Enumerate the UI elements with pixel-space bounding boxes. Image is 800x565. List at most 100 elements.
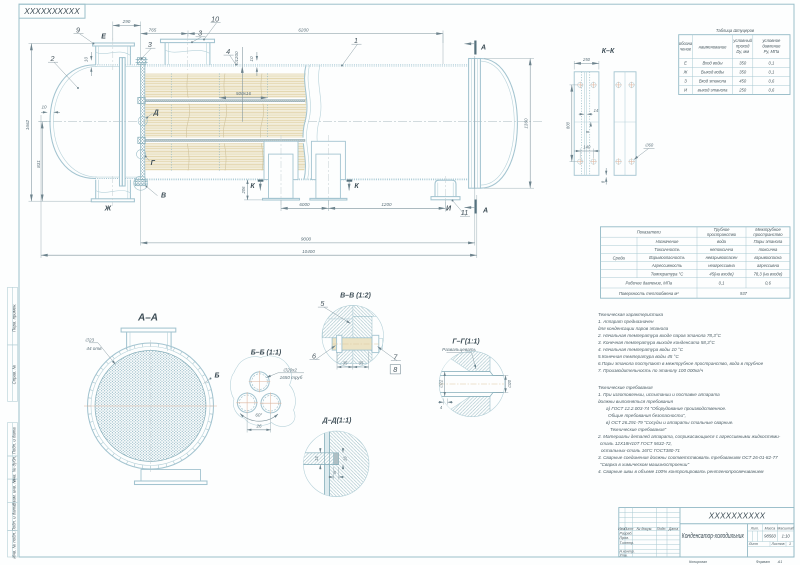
params-row-1-tube: нетоксична — [710, 247, 734, 252]
params-row-4: Температура °С 45(на входе) 78,3 (на вхо… — [651, 271, 783, 276]
pos-4: 4 — [226, 47, 230, 56]
right-head — [442, 33, 518, 189]
pos-3b: 3 — [198, 29, 202, 38]
nozzle-Zh — [90, 176, 135, 206]
nozzle-col-name: наименование — [699, 45, 728, 50]
letter-G: Г — [151, 160, 156, 167]
view-bb-title: Б–Б (1:1) — [251, 350, 282, 357]
tb-list: Лист — [623, 527, 633, 531]
gg-dim-22: ∅22 — [439, 379, 444, 388]
view-dd: Д–Д(1:1) 13 16 5 — [303, 418, 370, 497]
view-aa-title: А–А — [137, 313, 158, 324]
letter-D: Д — [153, 110, 159, 117]
nozzle-row-3-name: выход этанола — [698, 88, 729, 93]
sheet-frame — [18, 3, 795, 558]
params-row-1-label: Токсичность — [654, 247, 679, 252]
nozzle-col-dy-2: проход — [736, 44, 750, 49]
dim-10-nozzle: 10 — [84, 57, 89, 63]
dim-6200: 6200 — [298, 27, 309, 32]
section-letter-K2: К — [354, 183, 359, 190]
vv-dim-35a: 35 — [343, 361, 348, 366]
stamp-podp-data-2-label: Подп. и дата — [11, 504, 16, 532]
nozzle-col-mark-1: обозна — [679, 41, 693, 46]
title-block: ХХХХХХХХХХ Конденсатор-холодильник Лит. … — [618, 507, 795, 558]
params-surface-label: Поверхность теплообмена м² — [619, 291, 679, 296]
vv-pos-5: 5 — [320, 299, 325, 308]
letter-V: В — [161, 192, 166, 199]
tech-req-line-5: в) ОСТ 26.291-79 "Сосуды и аппараты стал… — [606, 420, 734, 425]
tb-prov: Пров. — [620, 536, 629, 540]
tech-char-line-0: Техническая характеристика — [598, 312, 663, 317]
dim-206: 206 — [241, 186, 246, 195]
tech-req-line-11: "Сварка в химическом машиностроении" — [600, 462, 689, 467]
stamp-podp-data-1-label: Подп. и дата — [11, 427, 16, 455]
tb-tkontr: Т.контр. — [620, 541, 635, 545]
dim-500x16: 500х16 — [236, 91, 252, 96]
nozzle-col-py-1: условное — [761, 38, 781, 43]
nozzle-table-title: Таблица Штуцеров — [716, 28, 755, 33]
view-gg: Г–Г(1:1) Развальцевать ∅22 ∅20 4 — [438, 339, 512, 417]
tb-nkontr: Н.контр. — [620, 550, 635, 554]
nozzle-col-dy-1: условный — [732, 38, 752, 43]
params-row-3: Агрессивность неагрессивна агрессивна — [651, 263, 780, 268]
params-header-shell-2: пространство — [753, 232, 783, 237]
nozzle-row-2: З Вход этанола 450 0,6 — [684, 79, 775, 84]
corner-designation: ХХХХХХХХХХ — [23, 7, 80, 16]
params-pressure-label: Рабочее давление, МПа — [625, 281, 672, 286]
nozzle-row-1-name: Выход воды — [701, 70, 724, 75]
tb-sheets-value: 1 — [789, 542, 791, 546]
tech-req-line-9: остальных-сталь 16ГС ГОСТ380-71 — [601, 448, 680, 453]
pos-1: 1 — [354, 36, 358, 45]
tech-char-line-8: 7. Производительность по этанолу 100 000… — [598, 368, 704, 373]
tech-req-line-0: Технические требования — [598, 385, 653, 390]
params-header-indicators: Показатели — [637, 230, 662, 235]
nozzle-row-0-mark: Е — [684, 61, 687, 66]
tech-char-line-1: 1. Аппарат предназначен — [598, 319, 654, 324]
tech-char-line-2: для конденсации паров этанола — [598, 326, 669, 331]
params-header-tube-2: пространство — [707, 232, 737, 237]
params-row-0-tube: вода — [717, 239, 727, 244]
section-letter-A-bottom: А — [482, 208, 488, 215]
tech-char-line-5: 4. Начальная температура воды 10 °С — [598, 347, 684, 352]
nozzle-row-2-name: Вход этанола — [699, 79, 727, 84]
main-dimensions: 290 765 6200 500х16 ∅1200 10 10 10 1662 … — [25, 19, 534, 258]
main-view: К К А А 290 765 6200 500х16 ∅1200 10 10 … — [25, 15, 543, 258]
tb-utv: Утв. — [620, 553, 628, 557]
tb-izm: Изм. — [618, 527, 626, 531]
tech-req-line-10: 3. Сварные соединения должны соответство… — [598, 455, 778, 460]
tech-req-line-1: 1. При изготовлении, испытании и поставк… — [598, 392, 720, 397]
params-pressure-tube: 0,1 — [719, 281, 725, 286]
params-row-3-shell: агрессивна — [757, 263, 780, 268]
nozzle-table: Таблица Штуцеров обозна чение наименован… — [678, 28, 791, 95]
nozzle-col-dy-3: Dу, мм — [736, 49, 749, 54]
dim-1360: 1360 — [524, 118, 529, 129]
tech-req-line-8: сталь 12Х18Н10Т ГОСТ 5632-72, — [600, 441, 672, 446]
params-row-2-tube: невзрывоопасен — [706, 255, 739, 260]
dim-1200b: 1200 — [381, 202, 392, 207]
kk-dim-60: ∅60 — [645, 143, 654, 148]
dim-290: 290 — [122, 19, 131, 24]
nozzle-row-3: И выход этанола 250 0,6 — [684, 88, 775, 93]
bb-dim-60: 60° — [255, 412, 262, 417]
nozzle-row-1-mark: Ж — [683, 70, 688, 75]
tb-doc: № докум. — [636, 527, 652, 531]
tech-char-line-4: 3. Конечная температура выходе конденсат… — [598, 340, 716, 345]
dim-10-shell: 10 — [249, 56, 254, 62]
bb-tubes: 1650 труб — [280, 375, 303, 380]
vv-pos-8: 8 — [393, 365, 397, 374]
gg-dim-20: ∅20 — [507, 379, 512, 388]
tb-data: Дата — [668, 527, 678, 531]
nozzle-row-3-dy: 250 — [738, 88, 747, 93]
tech-char-line-3: 2. Начальная температура входе паров эта… — [597, 333, 722, 338]
section-K-marks — [257, 179, 353, 191]
nozzle-row-1-dy: 350 — [739, 70, 747, 75]
section-A-marks — [464, 40, 477, 214]
nozzle-col-py-3: Pу, МПа — [764, 49, 780, 54]
bottom-format-value: А1 — [777, 560, 782, 564]
nozzle-Z — [159, 34, 216, 70]
nozzle-row-0-py: 0,1 — [769, 61, 775, 66]
params-header-shell-1: Межтрубное — [755, 227, 781, 232]
tb-razrab: Разраб. — [620, 531, 633, 535]
view-dd-title: Д–Д(1:1) — [322, 418, 352, 425]
tb-mass-value: 98560 — [764, 534, 776, 539]
